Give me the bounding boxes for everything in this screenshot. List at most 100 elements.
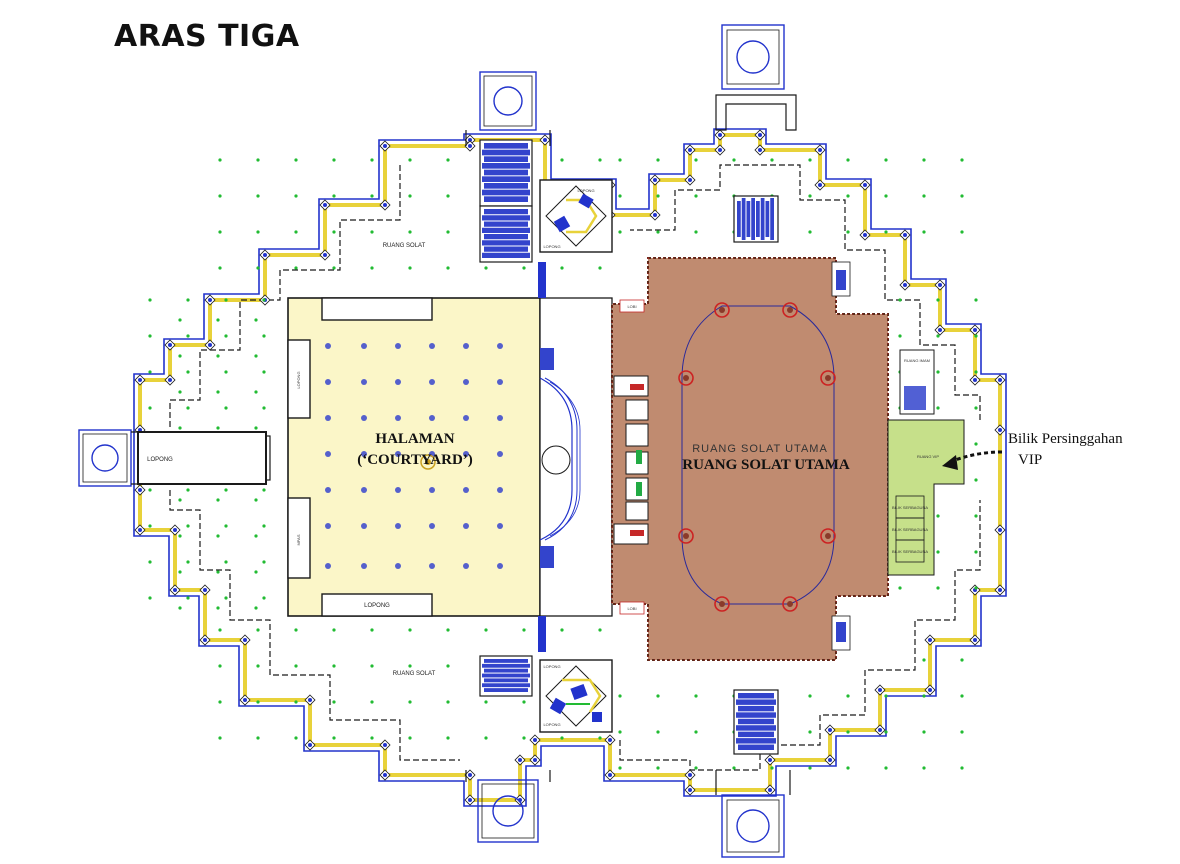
grid-dot [618,230,622,234]
grid-dot [294,664,298,668]
grid-dot [618,730,622,734]
grid-dot [262,370,266,374]
grid-dot [148,370,152,374]
perimeter-node-icon [874,724,886,736]
tower-west [78,429,132,487]
grid-dot [846,730,850,734]
perimeter-node-icon [514,794,526,806]
hall-column [782,596,798,612]
grid-dot [216,498,220,502]
grid-dot [974,442,978,446]
lopong-west-label: LOPONG [147,457,173,463]
grid-dot [254,390,258,394]
perimeter-node-icon [994,374,1006,386]
main-hall-label: RUANG SOLAT UTAMA [682,457,850,473]
perimeter-node-icon [379,140,391,152]
grid-dot [262,334,266,338]
prayer-area-north-label: RUANG SOLAT [383,243,426,249]
lobi-label-top: LOBI [627,304,636,309]
perimeter-node-icon [319,199,331,211]
vip-room-area [887,419,965,576]
courtyard-column [395,451,401,457]
grid-dot [694,766,698,770]
courtyard-column [395,415,401,421]
grid-dot [254,570,258,574]
perimeter-node-icon [969,584,981,596]
courtyard-column [429,379,435,385]
perimeter-nodes [134,129,1006,806]
grid-dot [254,426,258,430]
courtyard-column [429,415,435,421]
grid-dot [598,266,602,270]
grid-dot [446,158,450,162]
perimeter-node-icon [899,279,911,291]
perimeter-node-icon [824,754,836,766]
grid-dot [522,628,526,632]
grid-dot [446,628,450,632]
grid-dot [262,406,266,410]
grid-dot [694,158,698,162]
grid-dot [294,158,298,162]
perimeter-node-icon [134,484,146,496]
perimeter-node-icon [924,684,936,696]
grid-dot [178,606,182,610]
courtyard-bench-left-top [287,339,311,419]
annotation-line-2: VIP [1018,452,1042,468]
stair-north-east [733,195,779,243]
grid-dot [332,628,336,632]
grid-dot [294,194,298,198]
grid-dot [936,370,940,374]
bilik-label-3: BILIK SERBAGUNA [892,549,928,554]
grid-dot [922,694,926,698]
perimeter-node-icon [604,734,616,746]
grid-dot [974,478,978,482]
grid-dot [656,230,660,234]
courtyard-column [497,523,503,529]
grid-dot [218,158,222,162]
grid-dot [922,230,926,234]
courtyard-column [463,415,469,421]
hall-column [820,528,836,544]
grid-dot [974,370,978,374]
grid-dot [256,628,260,632]
grid-dot [218,628,222,632]
central-link [538,262,626,652]
lobi-label-bottom: LOBI [627,606,636,611]
grid-dot [370,194,374,198]
grid-dot [408,664,412,668]
grid-dot [446,700,450,704]
courtyard-column [325,343,331,349]
grid-dot [846,694,850,698]
grid-dot [370,266,374,270]
grid-dot [294,230,298,234]
grid-dot [732,766,736,770]
perimeter-node-icon [529,734,541,746]
courtyard-column [497,451,503,457]
grid-dot [974,334,978,338]
perimeter-node-icon [684,769,696,781]
grid-dot [224,298,228,302]
grid-dot [960,194,964,198]
courtyard-area [287,297,541,617]
vip-room-label: RUANG VIP [917,454,939,459]
grid-dot [808,230,812,234]
hall-column [678,528,694,544]
grid-dot [808,158,812,162]
hall-column [820,370,836,386]
courtyard: HALAMAN (‘COURTYARD’) LOPONG LOPONG MPAS [287,297,541,617]
grid-dot [262,596,266,600]
courtyard-fountain-icon [420,454,436,470]
courtyard-column [395,343,401,349]
grid-dot [446,230,450,234]
grid-dot [974,514,978,518]
grid-dot [178,318,182,322]
grid-dot [922,158,926,162]
perimeter-node-icon [464,769,476,781]
west-stair-block: LOPONG [137,431,267,485]
annotation-line-1: Bilik Persinggahan [1008,431,1123,447]
grid-dot [446,736,450,740]
grid-dot [216,426,220,430]
grid-dot [218,700,222,704]
perimeter-node-icon [464,794,476,806]
grid-dot [186,488,190,492]
